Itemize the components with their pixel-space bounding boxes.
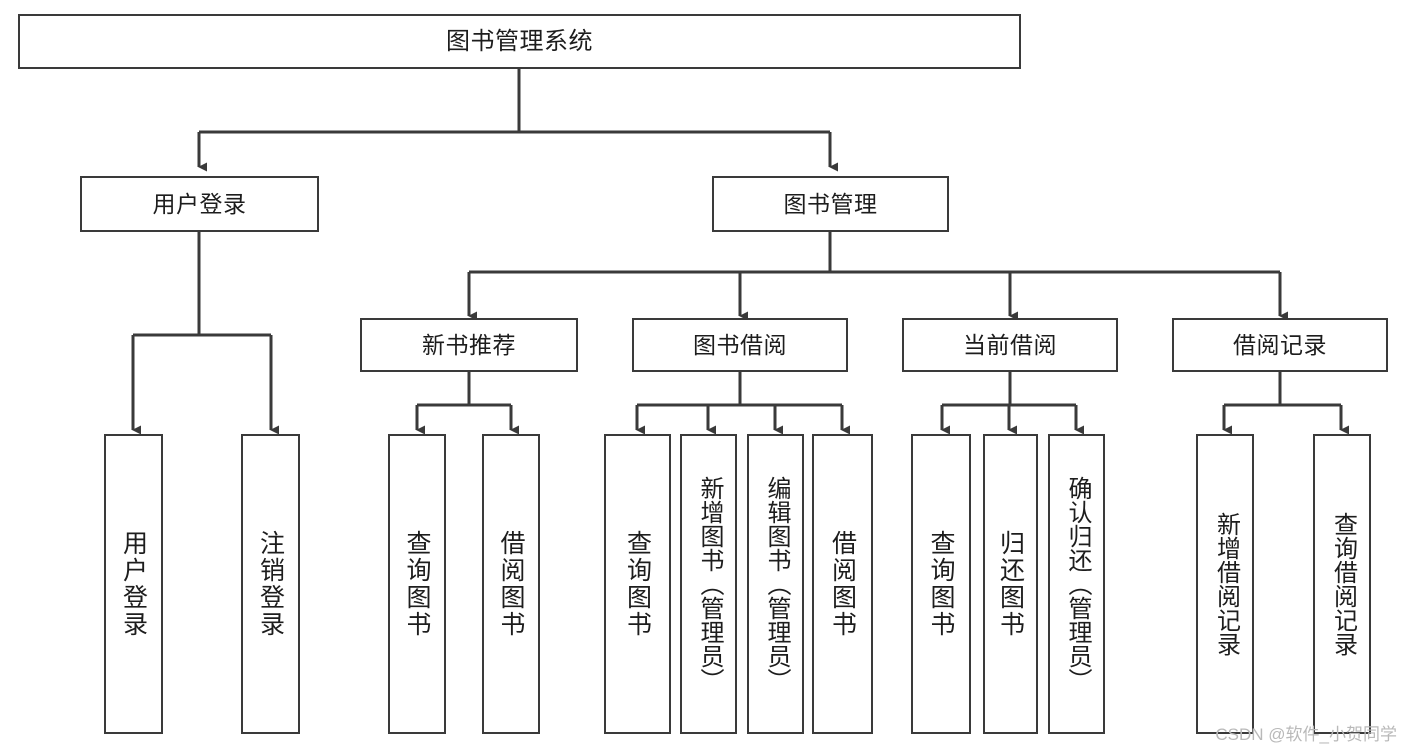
node-current-borrowing[interactable]: 当前借阅: [902, 318, 1118, 372]
node-new-book-recommendation[interactable]: 新书推荐: [360, 318, 578, 372]
node-leaf-borrow-books-new[interactable]: 借阅图书: [482, 434, 540, 734]
node-label: 新增借阅记录: [1212, 512, 1240, 656]
node-label: 图书管理: [783, 190, 878, 217]
node-label: 当前借阅: [963, 331, 1057, 358]
node-label: 图书借阅: [693, 331, 787, 358]
node-label: 新书推荐: [422, 331, 516, 358]
node-label: 图书管理系统: [446, 27, 593, 55]
node-leaf-edit-book-admin[interactable]: 编辑图书（管理员）: [747, 434, 804, 734]
node-label: 确认归还（管理员）: [1063, 476, 1091, 692]
node-label: 查询图书: [403, 530, 431, 638]
node-label: 借阅图书: [828, 530, 857, 638]
node-leaf-add-borrow-record[interactable]: 新增借阅记录: [1196, 434, 1254, 734]
node-book-borrowing[interactable]: 图书借阅: [632, 318, 848, 372]
node-user-login[interactable]: 用户登录: [80, 176, 319, 232]
node-leaf-borrow-books[interactable]: 借阅图书: [812, 434, 873, 734]
node-leaf-query-books-current[interactable]: 查询图书: [911, 434, 971, 734]
node-label: 用户登录: [152, 190, 247, 217]
node-leaf-confirm-return-admin[interactable]: 确认归还（管理员）: [1048, 434, 1105, 734]
node-borrow-records[interactable]: 借阅记录: [1172, 318, 1388, 372]
node-label: 编辑图书（管理员）: [762, 476, 790, 692]
node-book-management[interactable]: 图书管理: [712, 176, 949, 232]
csdn-watermark: CSDN @软件_小贺同学: [1215, 725, 1397, 744]
node-leaf-user-login[interactable]: 用户登录: [104, 434, 163, 734]
node-leaf-query-borrow-record[interactable]: 查询借阅记录: [1313, 434, 1371, 734]
node-leaf-add-book-admin[interactable]: 新增图书（管理员）: [680, 434, 737, 734]
node-label: 查询图书: [927, 530, 955, 638]
node-label: 查询借阅记录: [1329, 512, 1357, 656]
node-label: 借阅图书: [497, 530, 525, 638]
node-label: 新增图书（管理员）: [695, 476, 723, 692]
node-leaf-logout[interactable]: 注销登录: [241, 434, 300, 734]
node-root-system[interactable]: 图书管理系统: [18, 14, 1021, 69]
node-leaf-query-books-new[interactable]: 查询图书: [388, 434, 446, 734]
node-leaf-return-books[interactable]: 归还图书: [983, 434, 1038, 734]
node-label: 注销登录: [256, 530, 285, 638]
node-label: 归还图书: [996, 530, 1025, 638]
node-label: 查询图书: [623, 530, 652, 638]
node-label: 用户登录: [119, 530, 148, 638]
node-label: 借阅记录: [1233, 331, 1327, 358]
node-leaf-query-books-borrow[interactable]: 查询图书: [604, 434, 671, 734]
